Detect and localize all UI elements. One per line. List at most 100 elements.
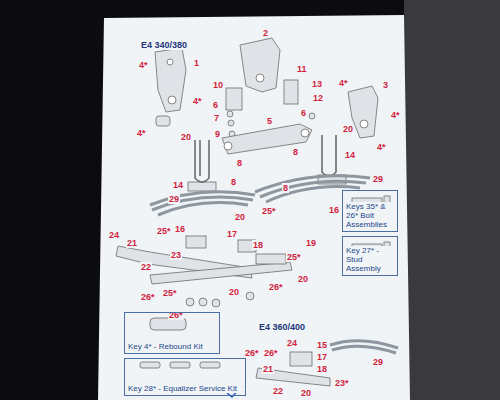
callout-number: 8 — [292, 147, 299, 157]
callout-number: 19 — [305, 238, 317, 248]
callout-number: 25* — [261, 206, 277, 216]
bushing — [246, 292, 254, 300]
callout-number: 21 — [262, 364, 274, 374]
callout-number: 13 — [311, 79, 323, 89]
hanger-hole — [360, 120, 368, 128]
callout-number: 8 — [282, 183, 289, 193]
spring-seat — [290, 352, 312, 366]
washer — [309, 113, 315, 119]
callout-number: 20 — [180, 132, 192, 142]
callout-number: 4* — [390, 110, 401, 120]
callout-number: 3 — [382, 80, 389, 90]
callout-number: 26* — [268, 282, 284, 292]
callout-number: 6 — [212, 100, 219, 110]
callout-number: 14 — [344, 150, 356, 160]
callout-number: 6 — [300, 108, 307, 118]
callout-number: 12 — [312, 93, 324, 103]
callout-number: 4* — [192, 96, 203, 106]
bushing — [186, 298, 194, 306]
callout-number: 1 — [193, 58, 200, 68]
kit-caption: Keys 35* & 26* Bolt Assemblies — [346, 202, 394, 229]
hanger-hole — [256, 74, 264, 82]
callout-number: 7 — [213, 113, 220, 123]
callout-number: 2 — [262, 28, 269, 38]
callout-number: 24 — [286, 338, 298, 348]
callout-number: 24 — [108, 230, 120, 240]
u-bolt — [199, 140, 201, 176]
spring-seat — [188, 182, 216, 191]
model-heading: E4 340/380 — [140, 40, 188, 50]
leaf-spring — [332, 346, 396, 353]
callout-number: 29 — [372, 357, 384, 367]
callout-number: 17 — [316, 352, 328, 362]
callout-number: 4* — [138, 60, 149, 70]
kit-inset-box: Key 27* - Stud Assembly — [342, 236, 398, 276]
callout-number: 23* — [334, 378, 350, 388]
kit-caption: Key 27* - Stud Assembly — [346, 246, 394, 273]
callout-number: 9 — [214, 129, 221, 139]
kit-caption: Key 28* - Equalizer Service Kit — [128, 384, 242, 393]
kit-caption: Key 4* - Rebound Kit — [128, 342, 216, 351]
callout-number: 22 — [272, 386, 284, 396]
equalizer-kit-part — [200, 362, 220, 368]
kit-inset-box: Keys 35* & 26* Bolt Assemblies — [342, 190, 398, 232]
beam-bushing — [301, 129, 309, 137]
callout-number: 26* — [140, 292, 156, 302]
callout-number: 16 — [174, 224, 186, 234]
callout-number: 4* — [338, 78, 349, 88]
callout-number: 4* — [136, 128, 147, 138]
side-plate — [284, 80, 298, 104]
callout-number: 8 — [230, 177, 237, 187]
kit-inset-box: Key 28* - Equalizer Service Kit — [124, 358, 246, 396]
callout-number: 18 — [252, 240, 264, 250]
callout-number: 14 — [172, 180, 184, 190]
paper-sheet — [98, 15, 410, 400]
torque-arm — [150, 262, 292, 284]
washer — [228, 120, 234, 126]
callout-number: 29 — [168, 194, 180, 204]
callout-number: 20 — [342, 124, 354, 134]
leaf-spring — [266, 187, 360, 202]
callout-number: 20 — [228, 287, 240, 297]
arm-bracket — [186, 236, 206, 248]
callout-number: 20 — [234, 212, 246, 222]
washer — [227, 111, 233, 117]
callout-number: 22 — [140, 262, 152, 272]
bushing — [212, 299, 220, 307]
callout-number: 25* — [286, 252, 302, 262]
callout-number: 16 — [328, 205, 340, 215]
callout-number: 15 — [316, 340, 328, 350]
screen-frame — [404, 0, 500, 400]
center-hanger — [240, 38, 280, 92]
callout-number: 5 — [266, 116, 273, 126]
bushing — [199, 298, 207, 306]
callout-number: 29 — [372, 174, 384, 184]
callout-number: 26* — [263, 348, 279, 358]
hanger-hole — [168, 96, 176, 104]
callout-number: 11 — [296, 64, 308, 74]
callout-number: 18 — [316, 364, 328, 374]
callout-number: 10 — [212, 80, 224, 90]
front-hanger — [155, 48, 186, 112]
hanger-hole — [167, 59, 173, 65]
side-plate — [226, 88, 242, 110]
u-bolt — [322, 135, 336, 176]
beam-bushing — [224, 142, 232, 150]
equalizer-kit-part — [170, 362, 190, 368]
equalizer-kit-part — [140, 362, 160, 368]
kit-inset-box: Key 4* - Rebound Kit — [124, 312, 220, 354]
callout-number: 26* — [244, 348, 260, 358]
callout-number: 8 — [236, 158, 243, 168]
callout-number: 23 — [170, 250, 182, 260]
callout-number: 20 — [300, 388, 312, 398]
callout-number: 17 — [226, 229, 238, 239]
bushing — [156, 116, 170, 126]
model-heading: E4 360/400 — [258, 322, 306, 332]
callout-number: 25* — [162, 288, 178, 298]
callout-number: 25* — [156, 226, 172, 236]
callout-number: 21 — [126, 238, 138, 248]
callout-number: 20 — [297, 274, 309, 284]
